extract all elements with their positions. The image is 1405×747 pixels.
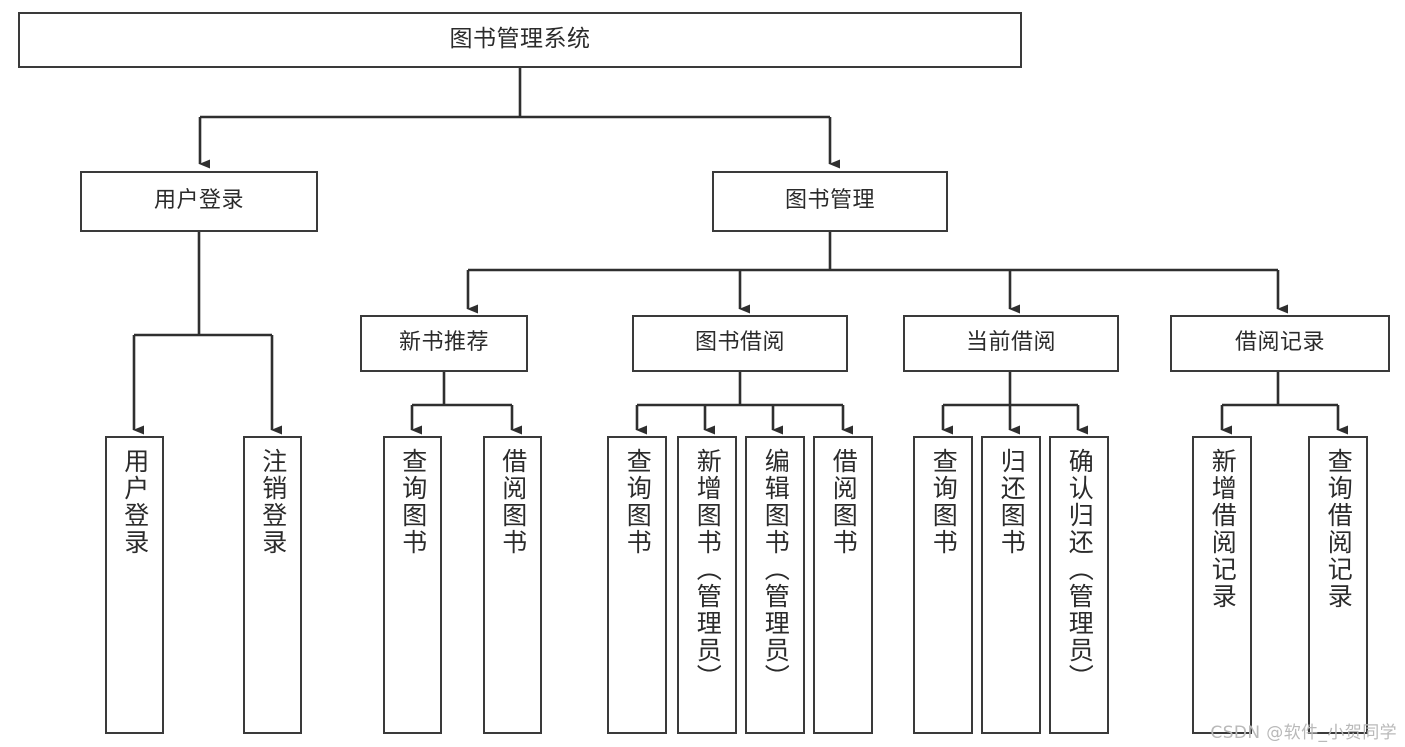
- leaf-user-login[interactable]: 用户登录: [105, 436, 164, 734]
- leaf-query-book-current[interactable]: 查询图书: [913, 436, 973, 734]
- node-label: 注销登录: [258, 448, 288, 556]
- node-label: 借阅图书: [498, 448, 528, 556]
- node-label: 图书借阅: [694, 330, 785, 356]
- watermark: CSDN @软件_小贺同学: [1210, 723, 1397, 743]
- node-new-book-recommend[interactable]: 新书推荐: [360, 315, 528, 372]
- leaf-borrow-book[interactable]: 借阅图书: [813, 436, 873, 734]
- leaf-return-book[interactable]: 归还图书: [981, 436, 1041, 734]
- leaf-add-book-admin[interactable]: 新增图书（管理员）: [677, 436, 737, 734]
- node-book-management[interactable]: 图书管理: [712, 171, 948, 232]
- node-label: 新增借阅记录: [1208, 448, 1238, 610]
- node-root-system[interactable]: 图书管理系统: [18, 12, 1022, 68]
- node-label: 新增图书（管理员）: [693, 448, 723, 691]
- node-label: 查询图书: [929, 448, 959, 556]
- node-label: 图书管理: [784, 188, 875, 214]
- node-user-login[interactable]: 用户登录: [80, 171, 318, 232]
- leaf-query-borrow-record[interactable]: 查询借阅记录: [1308, 436, 1368, 734]
- node-label: 查询借阅记录: [1324, 448, 1354, 610]
- leaf-edit-book-admin[interactable]: 编辑图书（管理员）: [745, 436, 805, 734]
- node-label: 用户登录: [153, 188, 244, 214]
- node-label: 查询图书: [398, 448, 428, 556]
- leaf-logout-login[interactable]: 注销登录: [243, 436, 302, 734]
- node-label: 借阅图书: [829, 448, 859, 556]
- leaf-query-book-borrow[interactable]: 查询图书: [607, 436, 667, 734]
- node-label: 归还图书: [997, 448, 1027, 556]
- leaf-borrow-book-recommend[interactable]: 借阅图书: [483, 436, 542, 734]
- node-label: 新书推荐: [398, 330, 489, 356]
- node-label: 查询图书: [623, 448, 653, 556]
- leaf-query-book-recommend[interactable]: 查询图书: [383, 436, 442, 734]
- node-borrow-record[interactable]: 借阅记录: [1170, 315, 1390, 372]
- leaf-add-borrow-record[interactable]: 新增借阅记录: [1192, 436, 1252, 734]
- node-label: 图书管理系统: [449, 26, 591, 53]
- node-current-borrow[interactable]: 当前借阅: [903, 315, 1119, 372]
- leaf-confirm-return-admin[interactable]: 确认归还（管理员）: [1049, 436, 1109, 734]
- node-label: 用户登录: [120, 448, 150, 556]
- node-label: 当前借阅: [965, 330, 1056, 356]
- node-book-borrow[interactable]: 图书借阅: [632, 315, 848, 372]
- node-label: 借阅记录: [1234, 330, 1325, 356]
- node-label: 确认归还（管理员）: [1065, 448, 1095, 691]
- node-label: 编辑图书（管理员）: [761, 448, 791, 691]
